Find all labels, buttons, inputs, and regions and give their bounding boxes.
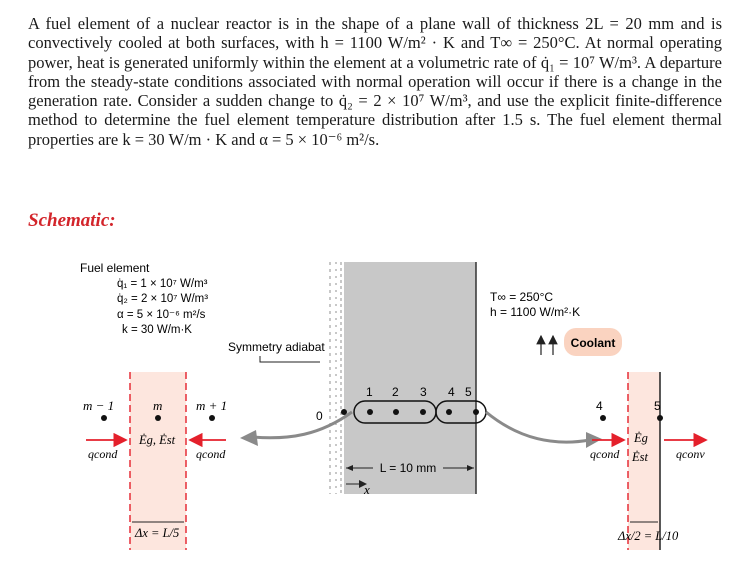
surface-est-label: Ėst <box>631 450 649 464</box>
interior-nodes <box>101 415 215 421</box>
node-five-label: 5 <box>654 399 661 413</box>
node-number-0: 0 <box>316 409 323 423</box>
fuel-element-label: Fuel element <box>80 261 150 275</box>
dx-label: Δx = L/5 <box>134 526 179 540</box>
qconv-label: qconv <box>676 447 705 461</box>
energy-terms-label: Ėg, Ėst <box>138 433 176 447</box>
interior-control-volume <box>130 372 186 550</box>
node-number-2: 2 <box>392 385 399 399</box>
surface-nodes <box>600 415 663 421</box>
prop-q2: q̇₂ = 2 × 10⁷ W/m³ <box>117 293 208 305</box>
qcond-right-label: qcond <box>196 447 226 461</box>
node-number-4: 4 <box>448 385 455 399</box>
coolant-badge <box>564 328 622 356</box>
node-number-3: 3 <box>420 385 427 399</box>
t-infinity-label: T∞ = 250°C <box>490 290 553 304</box>
length-label-bg <box>373 460 443 476</box>
node-m-plus-1-label: m + 1 <box>196 398 227 413</box>
node-m-minus-1-label: m − 1 <box>83 398 114 413</box>
prop-k: k = 30 W/m·K <box>122 324 192 336</box>
qcond-left-label: qcond <box>88 447 118 461</box>
h-value-label: h = 1100 W/m²·K <box>490 305 580 319</box>
left-connector-arrowhead <box>240 430 258 446</box>
right-connector-arrow <box>485 410 591 444</box>
surface-control-volume <box>628 372 660 550</box>
prop-q1: q̇₁ = 1 × 10⁷ W/m³ <box>117 278 208 290</box>
node-number-5: 5 <box>465 385 472 399</box>
x-axis-label: x <box>363 482 370 497</box>
adiabat-leader <box>259 356 320 363</box>
node-four-label: 4 <box>596 399 603 413</box>
adiabatic-hatch <box>329 262 342 494</box>
problem-statement: A fuel element of a nuclear reactor is i… <box>28 14 722 149</box>
surface-qcond-label: qcond <box>590 447 620 461</box>
symmetry-adiabat-label: Symmetry adiabat <box>228 340 325 354</box>
node-number-1: 1 <box>366 385 373 399</box>
node-m-label: m <box>153 398 162 413</box>
coolant-label: Coolant <box>571 336 616 350</box>
left-connector-arrow <box>251 410 353 440</box>
surface-eg-label: Ėg <box>633 431 648 445</box>
schematic-heading: Schematic: <box>28 210 116 231</box>
length-label: L = 10 mm <box>380 461 437 475</box>
half-dx-label: Δx/2 = L/10 <box>617 529 679 543</box>
slab-nodes <box>341 409 479 415</box>
fuel-slab <box>344 262 476 494</box>
prop-alpha: α = 5 × 10⁻⁶ m²/s <box>117 309 206 321</box>
